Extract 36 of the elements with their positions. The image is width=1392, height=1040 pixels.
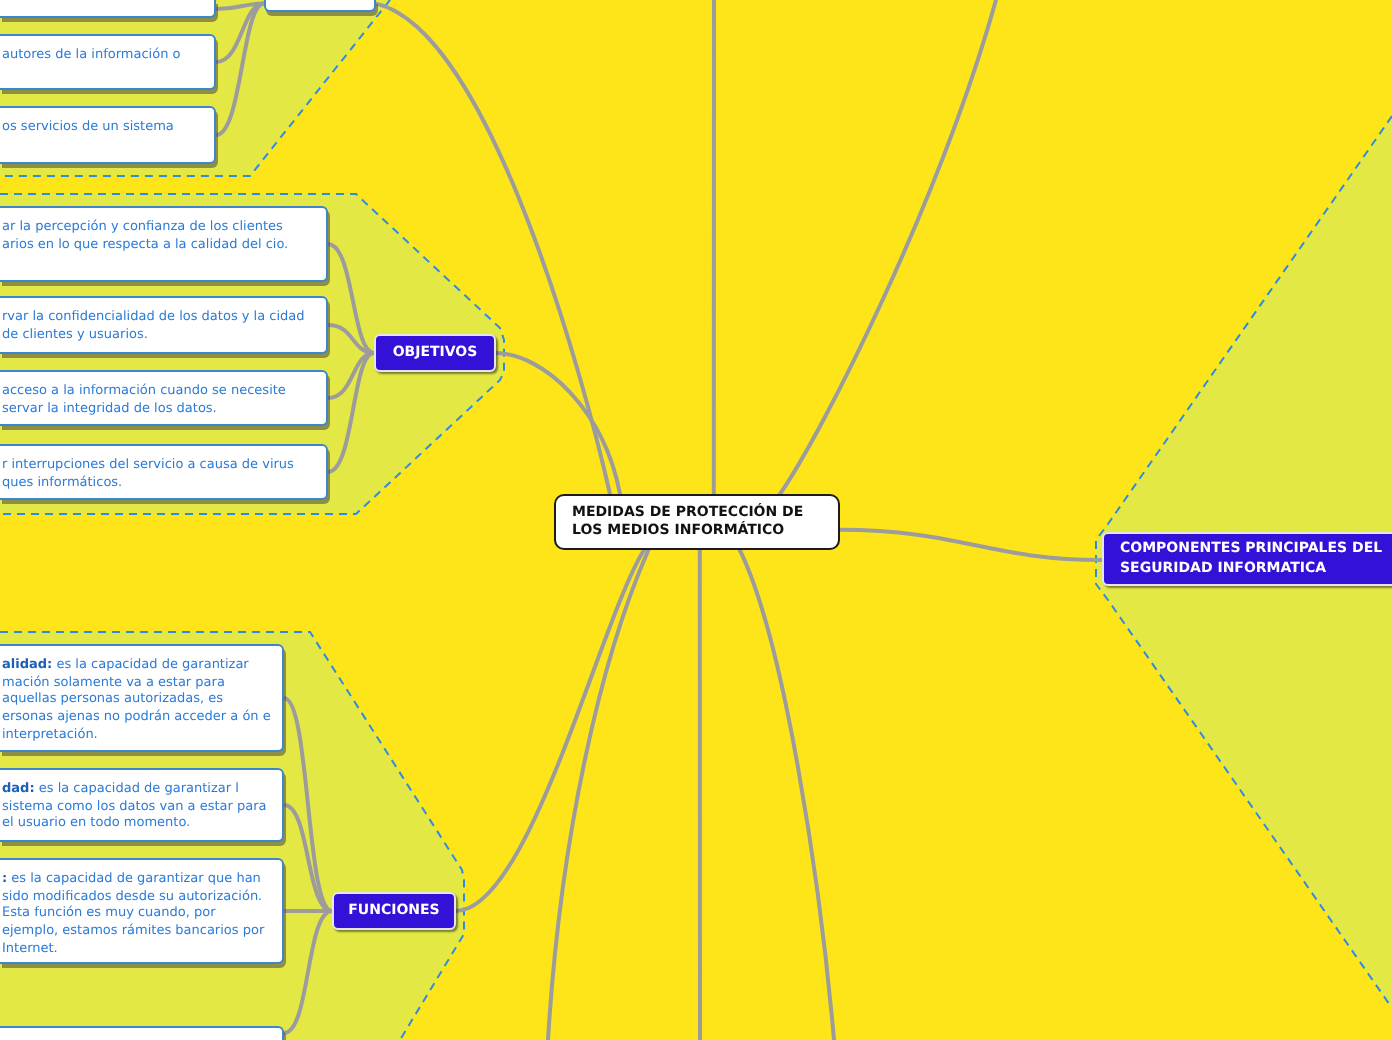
connector-line [546, 548, 651, 1040]
note-card [0, 106, 216, 164]
group-region [0, 0, 392, 180]
connector-line [711, 0, 716, 496]
subtopic-card [374, 334, 496, 372]
note-card [0, 858, 284, 964]
connector-line [454, 548, 646, 913]
note-card [0, 0, 216, 18]
connector-line [214, 1, 266, 137]
connector-line [838, 527, 1104, 562]
connector-line [282, 696, 334, 913]
note-card [0, 644, 284, 752]
subtopic-card [1102, 532, 1392, 586]
connector-line [778, 0, 998, 496]
connector-line [326, 351, 376, 400]
note-card [0, 444, 328, 500]
connector-line [214, 1, 266, 64]
connector-line [282, 803, 334, 913]
group-region [0, 630, 468, 1040]
note-card [0, 296, 328, 354]
connector-line [697, 548, 702, 1040]
note-card [0, 370, 328, 426]
connector-line [282, 909, 334, 1035]
subtopic-card [332, 892, 456, 930]
central-topic-card [554, 494, 840, 550]
group-region [0, 192, 508, 518]
note-card [0, 206, 328, 282]
note-card [0, 768, 284, 842]
connector-line [374, 1, 612, 496]
note-card [0, 1026, 284, 1040]
connector-line [326, 351, 376, 474]
connector-line [494, 351, 622, 496]
connector-line [326, 242, 376, 355]
note-card [0, 34, 216, 90]
note-card [264, 0, 376, 12]
connector-line [737, 548, 836, 1040]
